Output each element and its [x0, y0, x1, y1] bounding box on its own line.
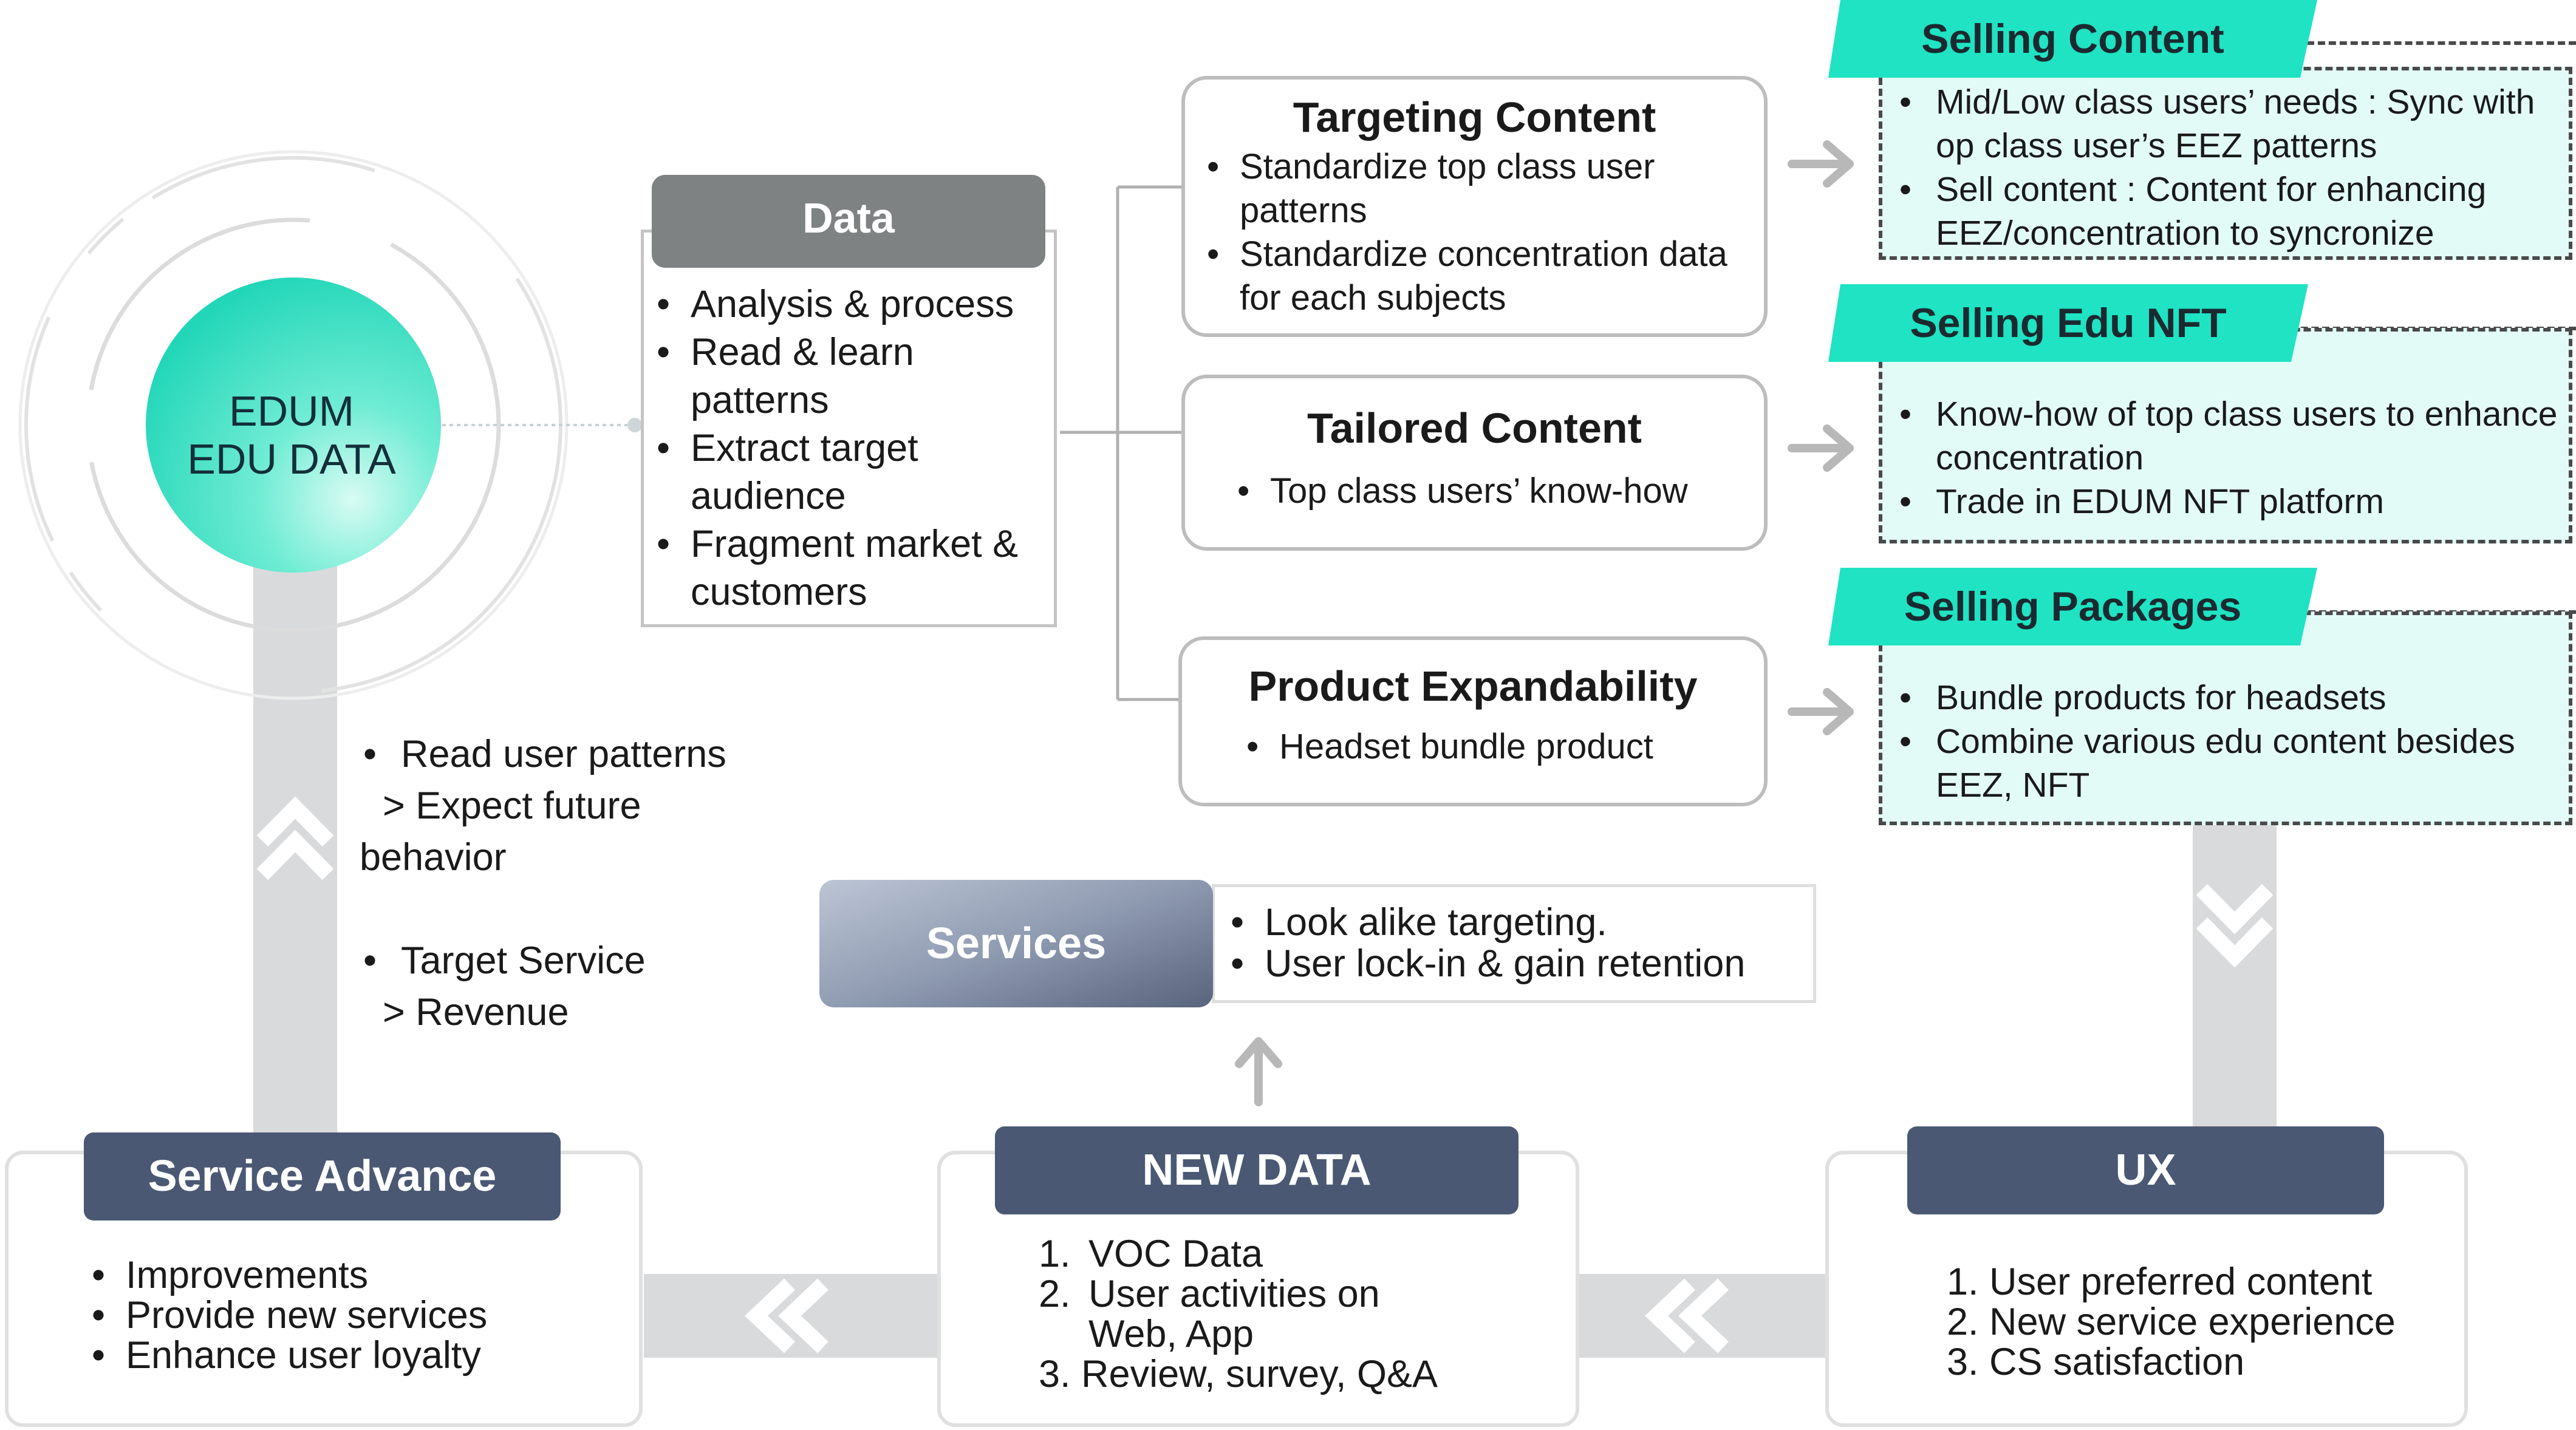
product-expandability-title: Product Expandability [1248, 662, 1698, 710]
list-item: Top class users’ know-how [1234, 469, 1764, 513]
chevron-up-double [256, 796, 334, 880]
item-number: 1. [1039, 1233, 1071, 1275]
data-item: Fragment market & customers [653, 520, 1060, 616]
list-item: 1. User preferred content [1947, 1261, 2373, 1303]
data-header: Data [652, 175, 1045, 268]
services-header: Services [819, 880, 1213, 1007]
list-item: Trade in EDUM NFT platform [1882, 480, 2569, 523]
service-advance-list: Improvements Provide new services Enhanc… [88, 1255, 604, 1375]
targeting-content-list: Standardize top class user patterns Stan… [1203, 145, 1764, 320]
bracket-connector [1060, 185, 1181, 701]
list-item: 3. CS satisfaction [1947, 1341, 2245, 1383]
selling-content-box: Mid/Low class users’ needs : Sync with o… [1879, 67, 2572, 260]
selling-packages-tag: Selling Packages [1828, 568, 2317, 645]
chevron-left-double-2 [1645, 1278, 1729, 1353]
list-item: Standardize concentration data for each … [1203, 233, 1764, 320]
tailored-content-box: Tailored Content Top class users’ know-h… [1181, 375, 1768, 551]
tailored-content-list: Top class users’ know-how [1234, 469, 1764, 513]
list-item: Mid/Low class users’ needs : Sync with o… [1882, 80, 2569, 168]
item-text: User activities on [1088, 1273, 1380, 1315]
list-item: Provide new services [88, 1295, 604, 1335]
item-number: 2. [1039, 1273, 1071, 1315]
targeting-content-box: Targeting Content Standardize top class … [1181, 76, 1768, 337]
note-item: Target Service [360, 935, 797, 987]
list-item: Standardize top class user patterns [1203, 145, 1764, 233]
new-data-header: NEW DATA [995, 1126, 1519, 1214]
data-list: Analysis & process Read & learn patterns… [653, 281, 1060, 616]
note-sub: > Revenue [383, 991, 569, 1033]
item-text: VOC Data [1088, 1233, 1263, 1275]
ux-header: UX [1907, 1126, 2384, 1214]
note-item: Read user patterns [360, 729, 797, 780]
list-item: 1. VOC Data [1039, 1234, 1561, 1274]
list-item: Combine various edu content besides EEZ,… [1882, 720, 2569, 807]
data-item: Extract target audience [653, 424, 1060, 520]
chevron-left-double-1 [745, 1278, 828, 1353]
ux-list: 1. User preferred content 2. New service… [1947, 1262, 2445, 1382]
list-item: Look alike targeting. [1227, 902, 1813, 943]
list-item: Improvements [88, 1255, 604, 1295]
right-arrows [1788, 140, 1854, 735]
hub-label: EDUM EDU DATA [146, 387, 437, 483]
targeting-content-title: Targeting Content [1293, 94, 1656, 141]
left-notes: Read user patterns > Expect future behav… [360, 729, 797, 1038]
list-item: Sell content : Content for enhancing EEZ… [1882, 168, 2569, 255]
hub-label-line2: EDU DATA [187, 435, 396, 483]
service-advance-header: Service Advance [84, 1132, 561, 1221]
hub-label-line1: EDUM [228, 387, 355, 435]
item-text: Web, App [1088, 1313, 1254, 1355]
product-expandability-box: Product Expandability Headset bundle pro… [1178, 636, 1768, 806]
note-sub: > Expect future [383, 785, 641, 827]
product-expandability-list: Headset bundle product [1243, 725, 1764, 769]
note-cont: behavior [360, 836, 507, 879]
chevron-down-double [2196, 884, 2274, 968]
list-item: Bundle products for headsets [1882, 676, 2569, 720]
list-item: 3. Review, survey, Q&A [1039, 1353, 1438, 1395]
list-item: Headset bundle product [1243, 725, 1764, 769]
tailored-content-title: Tailored Content [1307, 404, 1642, 452]
services-box: Look alike targeting. User lock-in & gai… [1212, 884, 1816, 1003]
list-item: Know-how of top class users to enhance c… [1882, 392, 2569, 480]
selling-content-tag: Selling Content [1828, 0, 2317, 78]
list-item: Enhance user loyalty [88, 1335, 604, 1375]
selling-content-line [2296, 41, 2576, 45]
hub-circle [146, 277, 441, 573]
list-item: 2. New service experience [1947, 1301, 2396, 1343]
selling-nft-tag: Selling Edu NFT [1828, 284, 2308, 362]
data-item: Analysis & process [653, 281, 1060, 329]
up-arrow-icon [1235, 1037, 1282, 1106]
data-item: Read & learn patterns [653, 329, 1060, 424]
selling-packages-box: Bundle products for headsets Combine var… [1879, 611, 2572, 825]
loop-bar-bottom-right [1577, 1274, 1826, 1358]
loop-bar-right [2193, 823, 2277, 1132]
list-item: User lock-in & gain retention [1227, 943, 1813, 984]
